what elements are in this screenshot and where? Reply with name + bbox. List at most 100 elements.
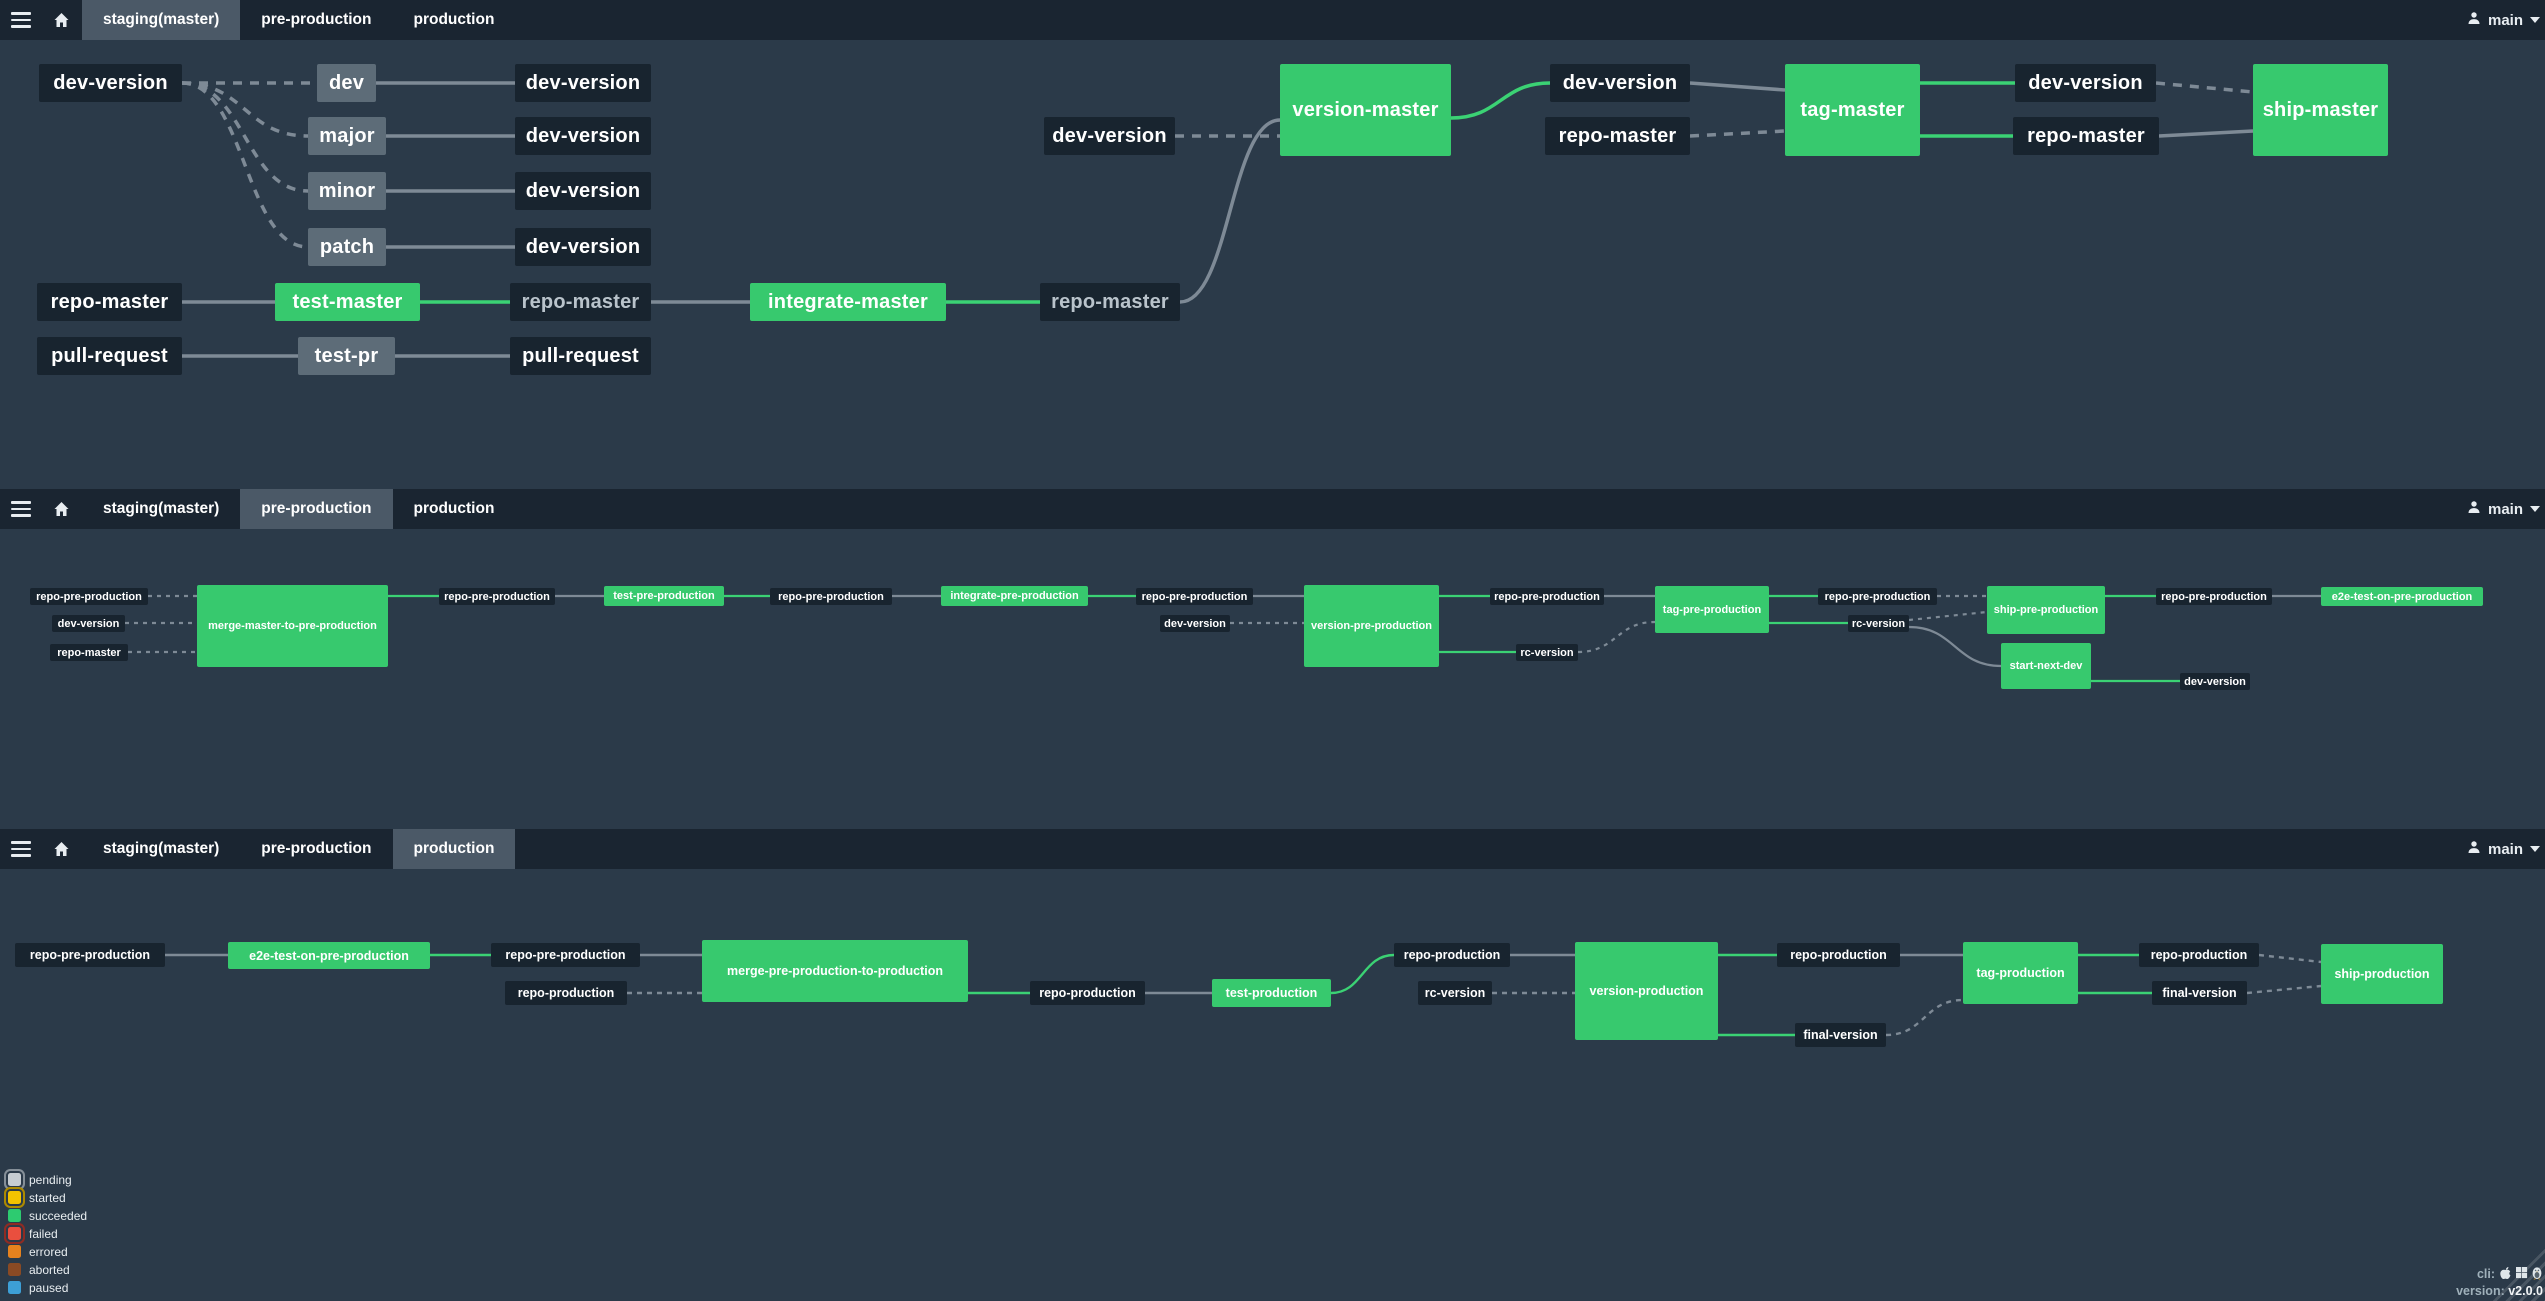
navbar-pre-production: staging(master) pre-production production m… — [0, 489, 2545, 529]
user-menu[interactable]: main — [2467, 11, 2545, 29]
node-rc-version[interactable]: rc-version — [1516, 644, 1578, 661]
node-rc-version[interactable]: rc-version — [1848, 615, 1909, 632]
tab-pre-production[interactable]: pre-production — [261, 11, 372, 28]
node-dev-version[interactable]: dev-version — [39, 64, 182, 102]
legend-item-aborted: aborted — [8, 1262, 87, 1277]
node-test-pre-production[interactable]: test-pre-production — [604, 586, 724, 606]
tab-staging-master[interactable]: staging(master) — [103, 500, 220, 517]
node-start-next-dev[interactable]: start-next-dev — [2001, 643, 2091, 689]
node-dev-version[interactable]: dev-version — [2180, 673, 2250, 690]
hamburger-menu-icon[interactable] — [11, 841, 31, 857]
node-dev-version[interactable]: dev-version — [1550, 64, 1690, 102]
node-repo-production[interactable]: repo-production — [1030, 981, 1145, 1005]
aborted-status-swatch — [8, 1263, 21, 1276]
node-pull-request[interactable]: pull-request — [510, 337, 651, 375]
tab-production[interactable]: production — [413, 500, 495, 517]
legend-label: failed — [29, 1226, 58, 1241]
user-menu[interactable]: main — [2467, 500, 2545, 518]
legend-label: errored — [29, 1244, 68, 1259]
succeeded-status-swatch — [8, 1209, 21, 1222]
tab-production[interactable]: production — [392, 829, 516, 869]
node-test-master[interactable]: test-master — [275, 283, 420, 321]
node-test-production[interactable]: test-production — [1212, 979, 1331, 1007]
node-ship-pre-production[interactable]: ship-pre-production — [1987, 586, 2105, 634]
node-integrate-pre-production[interactable]: integrate-pre-production — [941, 586, 1088, 606]
node-ship-production[interactable]: ship-production — [2321, 944, 2443, 1004]
node-repo-pre-production[interactable]: repo-pre-production — [491, 943, 640, 967]
node-tag-production[interactable]: tag-production — [1963, 942, 2078, 1004]
node-dev[interactable]: dev — [317, 64, 376, 102]
node-dev-version[interactable]: dev-version — [515, 117, 651, 155]
node-dev-version[interactable]: dev-version — [1160, 615, 1230, 632]
node-repo-pre-production[interactable]: repo-pre-production — [1818, 588, 1937, 605]
node-final-version[interactable]: final-version — [2152, 981, 2247, 1005]
legend-item-failed: failed — [8, 1226, 87, 1241]
node-dev-version[interactable]: dev-version — [515, 172, 651, 210]
node-repo-master[interactable]: repo-master — [1545, 117, 1690, 155]
navbar-staging: staging(master) pre-production production m… — [0, 0, 2545, 40]
legend-item-paused: paused — [8, 1281, 87, 1295]
tab-pre-production[interactable]: pre-production — [240, 489, 393, 529]
home-icon[interactable] — [53, 841, 70, 857]
caret-down-icon — [2530, 846, 2540, 852]
node-test-pr[interactable]: test-pr — [298, 337, 395, 375]
node-repo-pre-production[interactable]: repo-pre-production — [2156, 588, 2272, 605]
node-repo-production[interactable]: repo-production — [2139, 943, 2259, 967]
node-dev-version[interactable]: dev-version — [2015, 64, 2156, 102]
node-repo-pre-production[interactable]: repo-pre-production — [15, 943, 165, 967]
node-repo-pre-production[interactable]: repo-pre-production — [439, 588, 555, 605]
node-integrate-master[interactable]: integrate-master — [750, 283, 946, 321]
node-dev-version[interactable]: dev-version — [515, 64, 651, 102]
node-repo-production[interactable]: repo-production — [505, 981, 627, 1005]
home-icon[interactable] — [53, 12, 70, 28]
caret-down-icon — [2530, 17, 2540, 23]
node-e2e-test-on-pre-production[interactable]: e2e-test-on-pre-production — [2321, 587, 2483, 606]
node-pull-request[interactable]: pull-request — [37, 337, 182, 375]
node-version-production[interactable]: version-production — [1575, 942, 1718, 1040]
node-repo-master[interactable]: repo-master — [50, 644, 128, 661]
hamburger-menu-icon[interactable] — [11, 501, 31, 517]
node-merge-master-to-pre-production[interactable]: merge-master-to-pre-production — [197, 585, 388, 667]
node-repo-pre-production[interactable]: repo-pre-production — [1490, 588, 1604, 605]
errored-status-swatch — [8, 1245, 21, 1258]
windows-icon[interactable] — [2515, 1266, 2528, 1280]
node-version-master[interactable]: version-master — [1280, 64, 1451, 156]
user-menu[interactable]: main — [2467, 840, 2545, 858]
version-value: v2.0.0 — [2508, 1284, 2543, 1298]
node-major[interactable]: major — [308, 117, 386, 155]
edge — [181, 81, 309, 249]
node-tag-master[interactable]: tag-master — [1785, 64, 1920, 156]
node-repo-pre-production[interactable]: repo-pre-production — [1136, 588, 1253, 605]
tab-production[interactable]: production — [413, 11, 495, 28]
tab-staging-master[interactable]: staging(master) — [103, 840, 220, 857]
node-version-pre-production[interactable]: version-pre-production — [1304, 585, 1439, 667]
node-repo-master[interactable]: repo-master — [1040, 283, 1180, 321]
node-dev-version[interactable]: dev-version — [1044, 117, 1175, 155]
node-repo-pre-production[interactable]: repo-pre-production — [30, 588, 148, 605]
node-merge-pre-production-to-production[interactable]: merge-pre-production-to-production — [702, 940, 968, 1002]
node-repo-production[interactable]: repo-production — [1777, 943, 1900, 967]
node-repo-master[interactable]: repo-master — [2013, 117, 2159, 155]
tab-pre-production[interactable]: pre-production — [261, 840, 372, 857]
node-dev-version[interactable]: dev-version — [515, 228, 651, 266]
apple-icon[interactable] — [2499, 1266, 2512, 1280]
node-tag-pre-production[interactable]: tag-pre-production — [1655, 586, 1769, 633]
node-e2e-test-on-pre-production[interactable]: e2e-test-on-pre-production — [228, 942, 430, 969]
tab-staging-master[interactable]: staging(master) — [82, 0, 241, 40]
linux-icon[interactable] — [2531, 1266, 2543, 1280]
legend-label: aborted — [29, 1262, 70, 1277]
node-dev-version[interactable]: dev-version — [52, 615, 125, 632]
node-repo-production[interactable]: repo-production — [1394, 943, 1510, 967]
node-rc-version[interactable]: rc-version — [1418, 981, 1492, 1005]
node-patch[interactable]: patch — [308, 228, 386, 266]
node-final-version[interactable]: final-version — [1795, 1023, 1886, 1047]
node-minor[interactable]: minor — [308, 172, 386, 210]
home-icon[interactable] — [53, 501, 70, 517]
hamburger-menu-icon[interactable] — [11, 12, 31, 28]
node-repo-master[interactable]: repo-master — [37, 283, 182, 321]
node-repo-master[interactable]: repo-master — [510, 283, 651, 321]
started-status-swatch — [8, 1191, 21, 1204]
person-icon — [2467, 840, 2481, 858]
node-ship-master[interactable]: ship-master — [2253, 64, 2388, 156]
node-repo-pre-production[interactable]: repo-pre-production — [770, 588, 892, 605]
